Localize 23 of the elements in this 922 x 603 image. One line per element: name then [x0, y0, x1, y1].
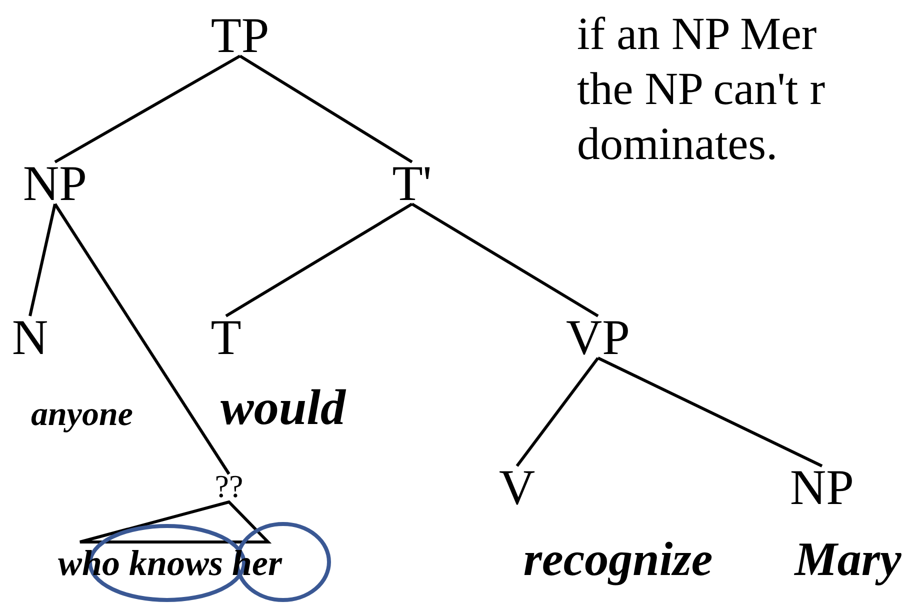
word-label: anyone: [31, 398, 133, 432]
tree-branch-line: [411, 202, 599, 318]
tree-branch-line: [28, 204, 56, 316]
word-label: Mary: [794, 536, 902, 584]
word-label: would: [220, 382, 346, 432]
tree-branch-line: [597, 356, 823, 468]
tree-node-label: V: [498, 462, 536, 512]
tree-node-label: T': [392, 158, 432, 208]
tree-node-label: N: [12, 312, 48, 362]
tree-node-label: NP: [790, 462, 854, 512]
tree-branch-line: [516, 357, 600, 467]
note-text: if an NP Mer the NP can't r dominates.: [577, 7, 826, 171]
triangle-branch: [78, 500, 272, 544]
word-label: recognize: [523, 536, 713, 584]
tree-node-label: T: [210, 312, 242, 362]
tree-branch-line: [225, 202, 413, 318]
tree-branch-line: [239, 54, 413, 164]
tree-node-label: ??: [214, 470, 244, 502]
tree-branch-line: [54, 203, 230, 475]
tree-node-label: NP: [23, 158, 87, 208]
tree-node-label: TP: [210, 10, 270, 60]
tree-node-label: VP: [566, 312, 630, 362]
tree-branch-line: [54, 54, 241, 164]
